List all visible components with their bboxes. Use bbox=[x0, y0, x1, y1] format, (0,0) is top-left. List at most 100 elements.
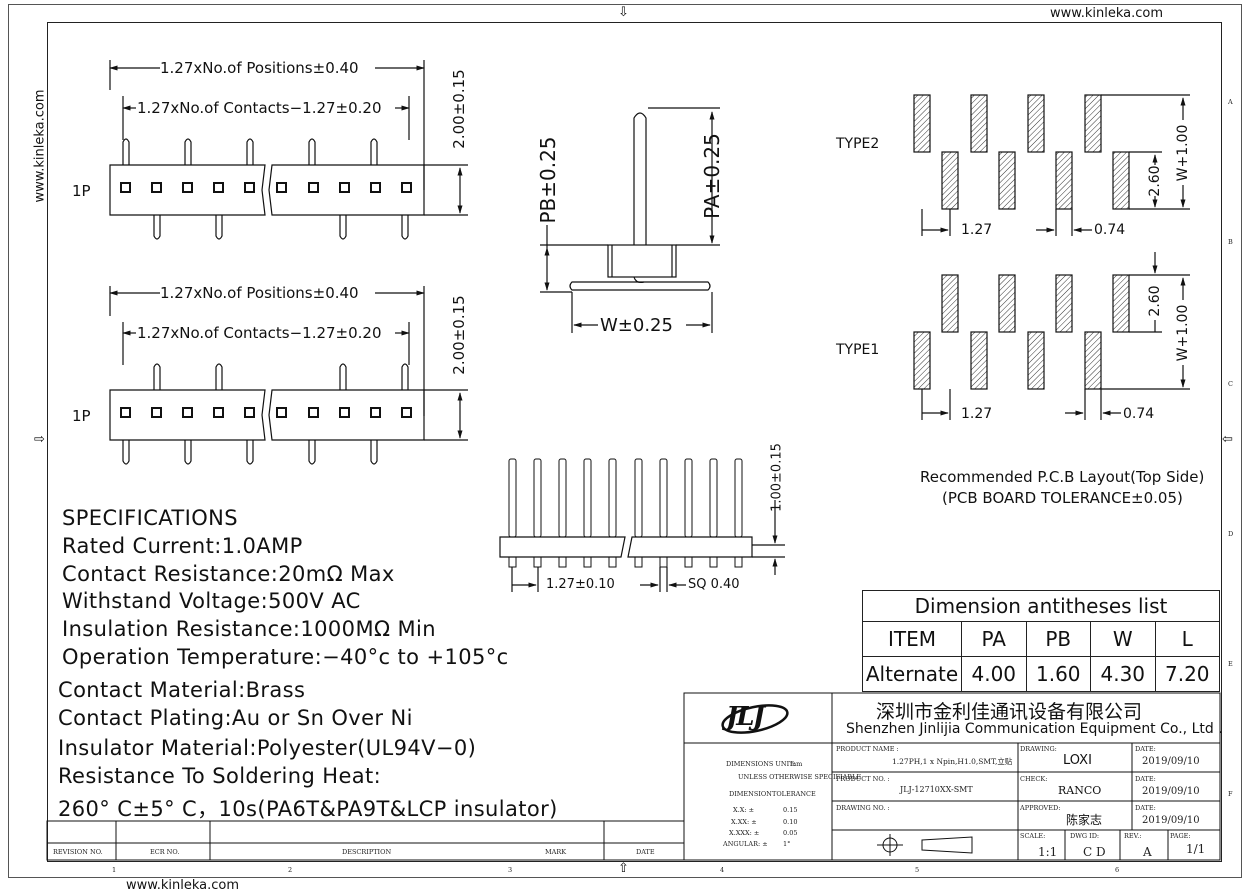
spec-rated-current: Rated Current:1.0AMP bbox=[62, 534, 303, 558]
revision-no-header: REVISION NO. bbox=[53, 848, 103, 856]
date-2: 2019/09/10 bbox=[1142, 786, 1200, 797]
company-name-en: Shenzhen Jinlijia Communication Equipmen… bbox=[846, 721, 1223, 737]
date-header: DATE bbox=[636, 848, 655, 856]
arrow-up-icon: ⇧ bbox=[618, 861, 629, 876]
spec-insulation-resistance: Insulation Resistance:1000MΩ Min bbox=[62, 617, 436, 641]
product-name: 1.27PH,1 x Npin,H1.0,SMT,立贴 bbox=[892, 757, 1013, 766]
col-marker-2: 2 bbox=[288, 866, 293, 874]
drawing-no-label: DRAWING NO. : bbox=[836, 804, 890, 812]
material-soldering-heat: Resistance To Soldering Heat: bbox=[58, 764, 382, 788]
side-view bbox=[540, 107, 720, 333]
col-marker-6: 6 bbox=[1115, 866, 1120, 874]
drawing-value: LOXI bbox=[1063, 753, 1092, 768]
row-marker-d: D bbox=[1228, 530, 1234, 538]
pcb-type2-label: TYPE2 bbox=[836, 136, 880, 152]
drawing-border bbox=[47, 22, 1222, 862]
pcb-type1-label: TYPE1 bbox=[836, 342, 880, 358]
spec-operation-temperature: Operation Temperature:−40°c to +105°c bbox=[62, 645, 509, 669]
col-marker-5: 5 bbox=[915, 866, 920, 874]
dwg-id-value: C D bbox=[1083, 845, 1106, 859]
pcb-type2 bbox=[913, 94, 1190, 236]
table-cell: 4.00 bbox=[961, 656, 1027, 692]
spec-contact-resistance: Contact Resistance:20mΩ Max bbox=[62, 562, 395, 586]
table-header: L bbox=[1154, 621, 1220, 657]
check-value: RANCO bbox=[1058, 784, 1102, 797]
arrow-left-icon: ⇦ bbox=[1222, 432, 1233, 447]
scale-label: SCALE: bbox=[1020, 832, 1046, 840]
material-contact: Contact Material:Brass bbox=[58, 678, 306, 702]
tv2-pin1: 1P bbox=[72, 407, 91, 425]
material-plating: Contact Plating:Au or Sn Over Ni bbox=[58, 706, 413, 730]
tv1-pin1: 1P bbox=[72, 182, 91, 200]
product-no: JLJ-12710XX-SMT bbox=[900, 785, 973, 794]
tolerance-header: TOLERANCE bbox=[772, 790, 816, 798]
ecr-no-header: ECR NO. bbox=[150, 848, 180, 856]
col-marker-4: 4 bbox=[720, 866, 725, 874]
pcb-type2-gap: 0.74 bbox=[1094, 222, 1126, 238]
watermark-top: www.kinleka.com bbox=[1050, 6, 1163, 21]
drawing-label: DRAWING: bbox=[1020, 745, 1057, 753]
table-header: W bbox=[1090, 621, 1156, 657]
dwg-id-label: DWG ID: bbox=[1070, 832, 1100, 840]
spec-heading: SPECIFICATIONS bbox=[62, 506, 238, 530]
company-name-cn: 深圳市金利佳通讯设备有限公司 bbox=[876, 701, 1143, 723]
table-cell: Alternate bbox=[862, 656, 962, 692]
tv1-dim-height: 2.00±0.15 bbox=[450, 69, 468, 149]
title-block-lines bbox=[46, 692, 1221, 861]
dimensions-unit: mm bbox=[790, 760, 803, 768]
table-header: PA bbox=[961, 621, 1027, 657]
side-w-label: W±0.25 bbox=[600, 315, 673, 336]
date-3: 2019/09/10 bbox=[1142, 815, 1200, 826]
pcb-layout-tolerance: (PCB BOARD TOLERANCE±0.05) bbox=[942, 489, 1183, 507]
material-soldering-value: 260° C±5° C，10s(PA6T&PA9T&LCP insulator) bbox=[58, 797, 558, 821]
material-insulator: Insulator Material:Polyester(UL94V−0) bbox=[58, 736, 477, 760]
product-no-label: PRODUCT NO. : bbox=[836, 775, 890, 783]
pcb-type1-w: W+1.00 bbox=[1175, 304, 1191, 362]
approved-value: 陈家志 bbox=[1066, 813, 1103, 827]
dimension-table-title: Dimension antitheses list bbox=[862, 590, 1220, 622]
table-header: ITEM bbox=[862, 621, 962, 657]
table-cell: 1.60 bbox=[1025, 656, 1091, 692]
row-marker-a: A bbox=[1228, 98, 1233, 106]
dimension-table: Dimension antitheses list ITEM PA PB W L… bbox=[862, 590, 1220, 692]
front-pitch-label: 1.27±0.10 bbox=[546, 577, 615, 592]
logo-text: JLJ bbox=[726, 702, 765, 732]
row-marker-c: C bbox=[1228, 380, 1233, 388]
date-label-3: DATE: bbox=[1135, 804, 1156, 812]
rev-label: REV.: bbox=[1124, 832, 1142, 840]
page-label: PAGE: bbox=[1170, 832, 1191, 840]
side-pb-label: PB±0.25 bbox=[536, 136, 560, 224]
company-logo: JLJ bbox=[718, 697, 792, 739]
col-marker-1: 1 bbox=[112, 866, 117, 874]
tv2-dim-positions: 1.27xNo.of Positions±0.40 bbox=[160, 284, 359, 302]
page-value: 1/1 bbox=[1186, 842, 1206, 856]
rev-value: A bbox=[1143, 845, 1152, 859]
pcb-type1 bbox=[913, 252, 1190, 420]
product-name-label: PRODUCT NAME : bbox=[836, 745, 899, 753]
tv1-dim-contacts: 1.27xNo.of Contacts−1.27±0.20 bbox=[137, 99, 382, 117]
date-label-1: DATE: bbox=[1135, 745, 1156, 753]
tv2-dim-height: 2.00±0.15 bbox=[450, 295, 468, 375]
approved-label: APPROVED: bbox=[1020, 804, 1061, 812]
table-header: PB bbox=[1025, 621, 1091, 657]
tol-row-3-label: X.XXX: ± bbox=[729, 829, 760, 837]
row-marker-b: B bbox=[1228, 238, 1233, 246]
pcb-type1-pitch: 1.27 bbox=[961, 406, 993, 422]
row-marker-f: F bbox=[1228, 790, 1233, 798]
pcb-layout-title: Recommended P.C.B Layout(Top Side) bbox=[920, 468, 1205, 486]
dimensions-unit-label: DIMENSIONS UNIT: bbox=[726, 760, 796, 768]
unless-note: UNLESS OTHERWISE SPECIFIABLE bbox=[738, 773, 862, 781]
tol-row-1-value: 0.15 bbox=[783, 806, 798, 814]
tol-row-4-value: 1° bbox=[783, 840, 791, 848]
front-view bbox=[499, 458, 785, 592]
tv1-dim-positions: 1.27xNo.of Positions±0.40 bbox=[160, 59, 359, 77]
watermark-bottom: www.kinleka.com bbox=[126, 878, 239, 893]
scale-value: 1:1 bbox=[1038, 845, 1058, 859]
mark-header: MARK bbox=[545, 848, 567, 856]
table-row: Alternate 4.00 1.60 4.30 7.20 bbox=[862, 656, 1220, 692]
check-label: CHECK: bbox=[1020, 775, 1048, 783]
top-view-1 bbox=[109, 60, 468, 240]
dimension-header: DIMENSION bbox=[729, 790, 772, 798]
outer-border bbox=[8, 4, 1242, 878]
